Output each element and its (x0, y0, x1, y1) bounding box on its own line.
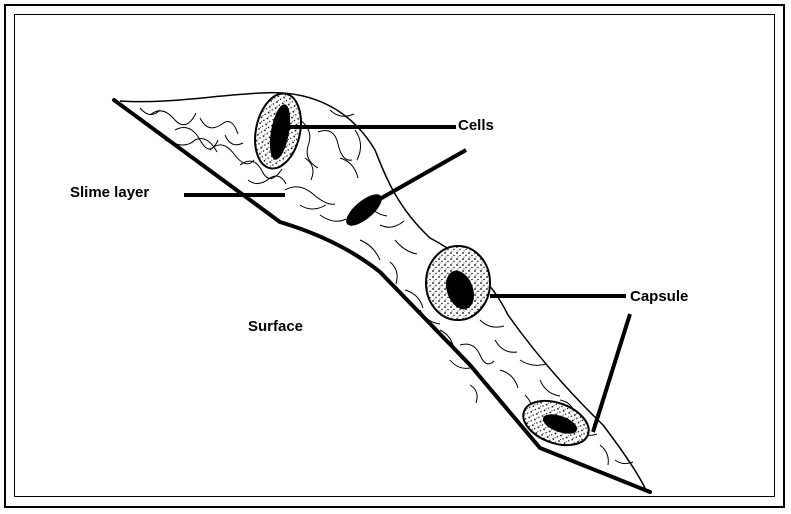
cell-1-capsule (249, 89, 308, 172)
capsule-label: Capsule (630, 288, 688, 305)
cells-leader-2 (378, 150, 466, 200)
capsule-leader-2 (593, 314, 630, 432)
slime-layer-label: Slime layer (70, 184, 149, 201)
cell-3-capsule (426, 246, 490, 320)
cell-2-rod (341, 189, 386, 231)
leader-lines (184, 127, 630, 432)
cell-4-capsule (517, 393, 595, 454)
cells-label: Cells (458, 117, 494, 134)
surface-label: Surface (248, 318, 303, 335)
